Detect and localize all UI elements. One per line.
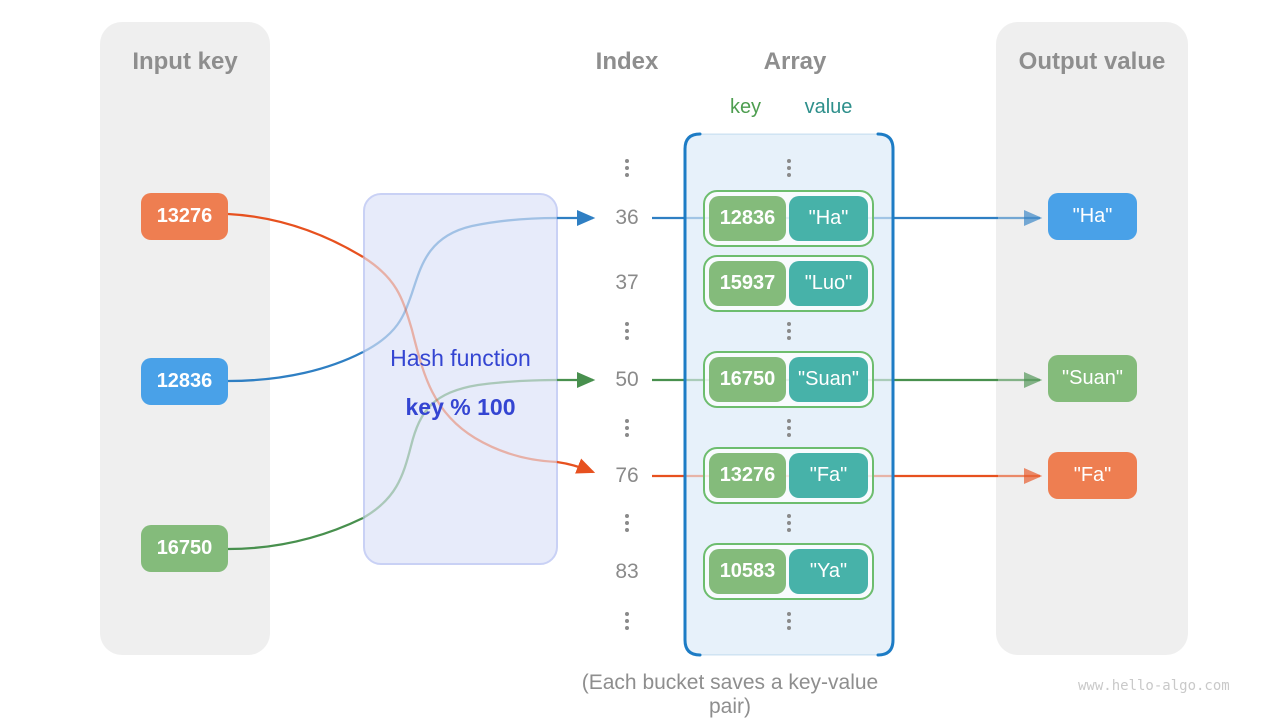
ellipsis-icon bbox=[787, 322, 791, 340]
output-value-header: Output value bbox=[1018, 48, 1166, 75]
bucket-value: "Ha" bbox=[789, 196, 868, 241]
bucket-key: 10583 bbox=[709, 549, 786, 594]
ellipsis-icon bbox=[625, 322, 629, 340]
ellipsis-icon bbox=[787, 612, 791, 630]
hash-function-box bbox=[363, 193, 558, 565]
hash-function-title: Hash function bbox=[390, 345, 531, 371]
bucket-key: 16750 bbox=[709, 357, 786, 402]
index-50: 50 bbox=[615, 368, 639, 391]
index-76: 76 bbox=[615, 464, 639, 487]
output-value-panel bbox=[996, 22, 1188, 655]
bucket-37: 15937 "Luo" bbox=[703, 255, 874, 312]
index-37: 37 bbox=[615, 271, 639, 294]
ellipsis-icon bbox=[625, 612, 629, 630]
bucket-value: "Suan" bbox=[789, 357, 868, 402]
output-value-ha: "Ha" bbox=[1048, 193, 1137, 240]
bucket-36: 12836 "Ha" bbox=[703, 190, 874, 247]
input-key-12836: 12836 bbox=[141, 358, 228, 405]
input-key-16750: 16750 bbox=[141, 525, 228, 572]
bucket-key: 12836 bbox=[709, 196, 786, 241]
hash-function-formula: key % 100 bbox=[405, 394, 516, 420]
ellipsis-icon bbox=[787, 514, 791, 532]
arrow-orange bbox=[227, 212, 1043, 485]
output-value-suan: "Suan" bbox=[1048, 355, 1137, 402]
bucket-76: 13276 "Fa" bbox=[703, 447, 874, 504]
ellipsis-icon bbox=[787, 159, 791, 177]
bucket-50: 16750 "Suan" bbox=[703, 351, 874, 408]
input-key-13276: 13276 bbox=[141, 193, 228, 240]
index-83: 83 bbox=[615, 560, 639, 583]
bucket-key: 13276 bbox=[709, 453, 786, 498]
bucket-83: 10583 "Ya" bbox=[703, 543, 874, 600]
ellipsis-icon bbox=[625, 159, 629, 177]
ellipsis-icon bbox=[787, 419, 791, 437]
bucket-key: 15937 bbox=[709, 261, 786, 306]
input-key-header: Input key bbox=[132, 48, 238, 75]
array-header: Array bbox=[763, 48, 827, 75]
array-key-label: key bbox=[729, 96, 762, 118]
bucket-value: "Fa" bbox=[789, 453, 868, 498]
array-value-label: value bbox=[804, 96, 853, 118]
index-header: Index bbox=[595, 48, 659, 75]
ellipsis-icon bbox=[625, 514, 629, 532]
bucket-value: "Ya" bbox=[789, 549, 868, 594]
index-36: 36 bbox=[615, 206, 639, 229]
output-value-fa: "Fa" bbox=[1048, 452, 1137, 499]
bucket-value: "Luo" bbox=[789, 261, 868, 306]
ellipsis-icon bbox=[625, 419, 629, 437]
watermark: www.hello-algo.com bbox=[1078, 678, 1230, 694]
caption: (Each bucket saves a key-value pair) bbox=[581, 671, 879, 718]
arrow-blue bbox=[227, 209, 1043, 383]
